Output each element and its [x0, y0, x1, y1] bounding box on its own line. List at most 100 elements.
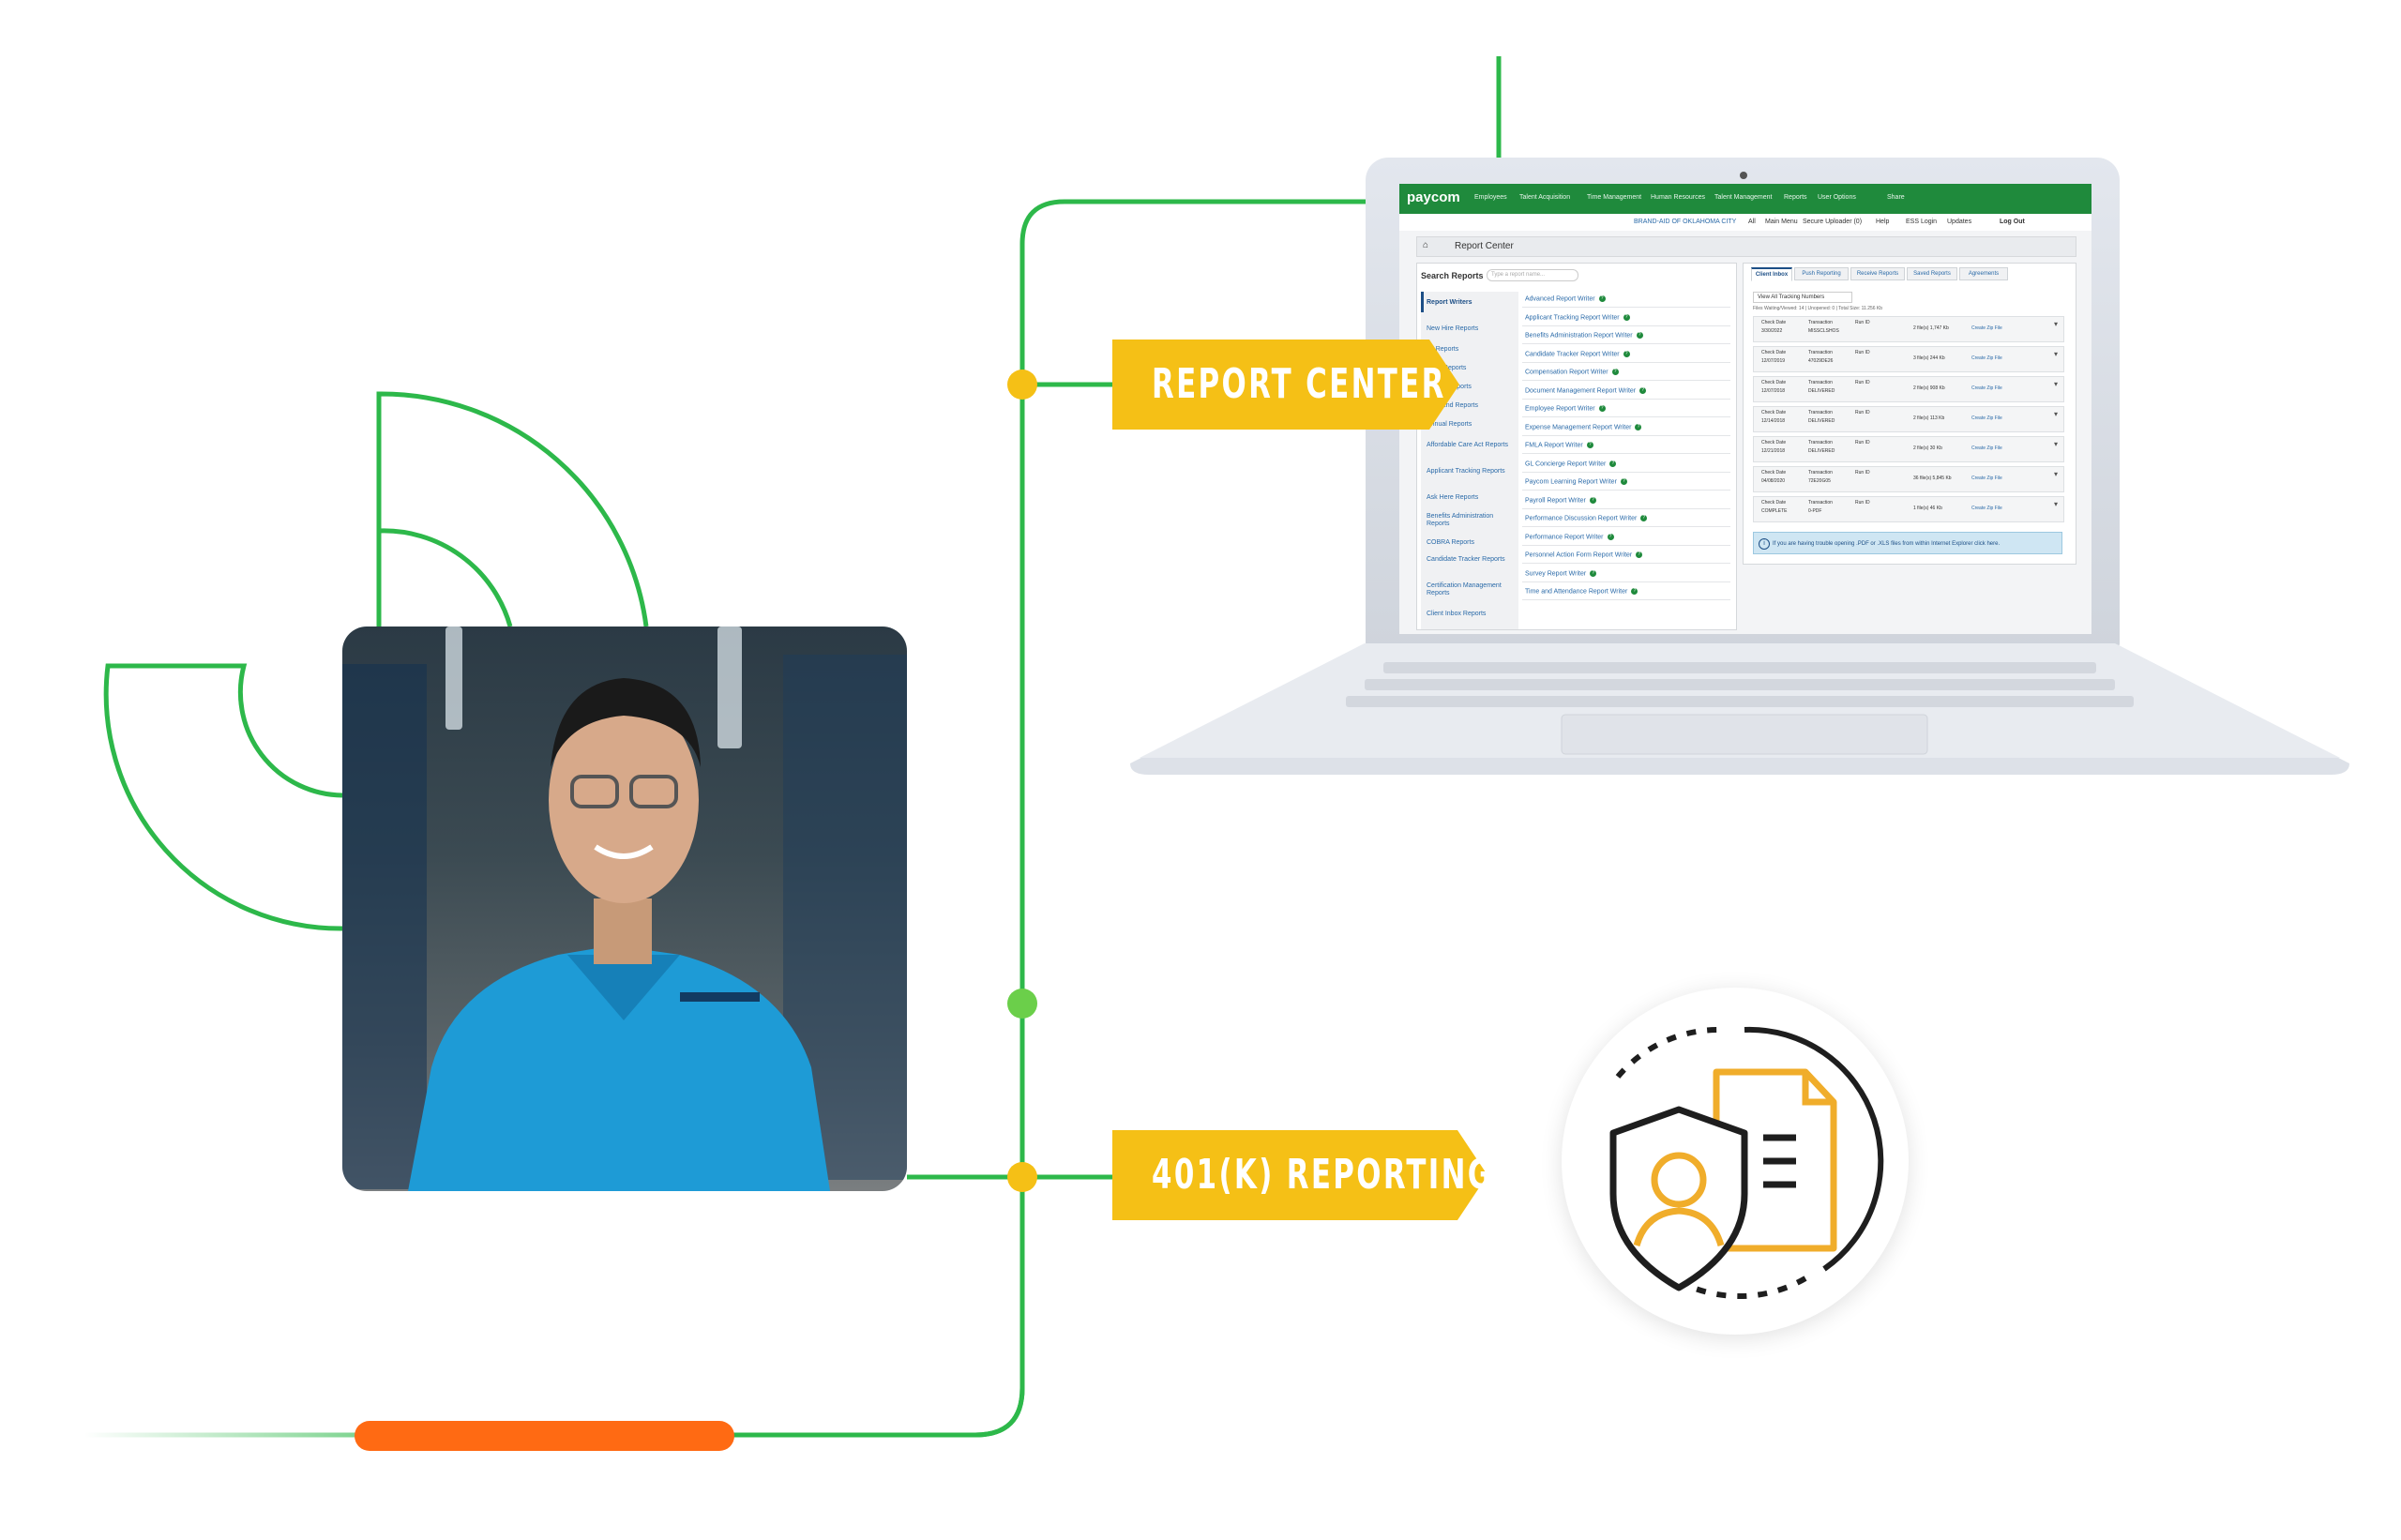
create-zip-link[interactable]: Create Zip File [1971, 325, 2002, 331]
category-item[interactable]: Candidate Tracker Reports [1427, 556, 1505, 563]
report-writer-link[interactable]: Survey Report Writer? [1525, 569, 1597, 577]
help-icon[interactable]: ? [1623, 350, 1630, 357]
chevron-down-icon[interactable]: ▾ [2053, 350, 2058, 358]
util-ess-login[interactable]: ESS Login [1906, 219, 1938, 225]
help-icon[interactable]: ? [1636, 332, 1643, 339]
report-writer-link[interactable]: Paycom Learning Report Writer? [1525, 478, 1627, 485]
view-all-tracking-button[interactable]: View All Tracking Numbers [1753, 292, 1852, 303]
transaction-value: 47029DE26 [1808, 358, 1834, 364]
report-writer-link[interactable]: Advanced Report Writer? [1525, 295, 1606, 302]
create-zip-link[interactable]: Create Zip File [1971, 506, 2002, 511]
help-icon[interactable]: ? [1636, 551, 1643, 558]
help-icon[interactable]: ? [1598, 405, 1606, 412]
help-icon[interactable]: ? [1640, 515, 1648, 521]
home-icon[interactable]: ⌂ [1423, 240, 1429, 250]
util-secure-uploader[interactable]: Secure Uploader (0) [1803, 219, 1863, 225]
nav-item[interactable]: Reports [1784, 194, 1807, 201]
category-item[interactable]: Applicant Tracking Reports [1427, 468, 1505, 475]
nav-item[interactable]: Human Resources [1651, 194, 1705, 201]
category-item[interactable]: Ask Here Reports [1427, 494, 1479, 501]
tab-receive-reports[interactable]: Receive Reports [1850, 267, 1905, 280]
chevron-down-icon[interactable]: ▾ [2053, 320, 2058, 328]
paycom-logo[interactable]: paycom [1407, 189, 1460, 205]
report-writer-link[interactable]: FMLA Report Writer? [1525, 442, 1593, 448]
arc-decoration [376, 391, 649, 627]
report-writer-link[interactable]: Personnel Action Form Report Writer? [1525, 551, 1643, 558]
report-writer-link[interactable]: Payroll Report Writer? [1525, 496, 1596, 504]
util-help[interactable]: Help [1876, 219, 1890, 225]
util-main-menu[interactable]: Main Menu [1765, 219, 1798, 225]
report-writer-link[interactable]: Expense Management Report Writer? [1525, 423, 1642, 430]
create-zip-link[interactable]: Create Zip File [1971, 385, 2002, 391]
category-item[interactable]: New Hire Reports [1427, 325, 1479, 332]
nav-item[interactable]: Talent Acquisition [1519, 194, 1571, 201]
category-item[interactable]: Annual Reports [1427, 421, 1472, 428]
create-zip-link[interactable]: Create Zip File [1971, 355, 2002, 361]
tab-saved-reports[interactable]: Saved Reports [1907, 267, 1957, 280]
nav-item-share[interactable]: Share [1887, 194, 1905, 201]
report-writer-link[interactable]: Benefits Administration Report Writer? [1525, 332, 1643, 339]
report-writer-link[interactable]: Time and Attendance Report Writer? [1525, 588, 1638, 595]
check-date-value: 12/07/2018 [1761, 388, 1786, 394]
category-item[interactable]: Certification Management Reports [1427, 582, 1502, 596]
category-item[interactable]: All Reports [1427, 346, 1459, 353]
help-icon[interactable]: ? [1635, 423, 1642, 430]
report-writer-link[interactable]: Document Management Report Writer? [1525, 386, 1647, 394]
create-zip-link[interactable]: Create Zip File [1971, 415, 2002, 421]
category-item[interactable]: Client Inbox Reports [1427, 611, 1487, 617]
help-icon[interactable]: ? [1609, 460, 1617, 467]
nav-item[interactable]: Time Management [1587, 194, 1642, 201]
search-input[interactable]: Type a report name... [1487, 269, 1578, 281]
report-writer-label: Advanced Report Writer [1525, 295, 1595, 303]
util-updates[interactable]: Updates [1947, 219, 1972, 225]
category-item[interactable]: COBRA Reports [1427, 539, 1474, 546]
category-item[interactable]: Report Writers [1427, 299, 1472, 306]
help-icon[interactable]: ? [1590, 569, 1597, 577]
category-item[interactable]: Year End Reports [1427, 402, 1478, 409]
report-writer-link[interactable]: Compensation Report Writer? [1525, 369, 1619, 375]
divider [1522, 325, 1730, 326]
chevron-down-icon[interactable]: ▾ [2053, 500, 2058, 508]
company-name[interactable]: BRAND-AID OF OKLAHOMA CITY [1634, 219, 1737, 225]
help-icon[interactable]: ? [1639, 386, 1647, 394]
chevron-down-icon[interactable]: ▾ [2053, 380, 2058, 388]
help-icon[interactable]: ? [1607, 533, 1614, 540]
report-writer-link[interactable]: Candidate Tracker Report Writer? [1525, 350, 1630, 357]
report-writer-link[interactable]: Performance Discussion Report Writer? [1525, 515, 1648, 521]
create-zip-link[interactable]: Create Zip File [1971, 476, 2002, 481]
chevron-down-icon[interactable]: ▾ [2053, 410, 2058, 418]
util-all[interactable]: All [1748, 219, 1756, 225]
chevron-down-icon[interactable]: ▾ [2053, 440, 2058, 448]
nav-item[interactable]: Talent Management [1714, 194, 1773, 201]
help-icon[interactable]: ? [1598, 295, 1606, 302]
logout-link[interactable]: Log Out [2000, 219, 2025, 225]
help-icon[interactable]: ? [1589, 496, 1596, 504]
help-icon[interactable]: ? [1586, 442, 1593, 448]
report-writer-link[interactable]: Applicant Tracking Report Writer? [1525, 313, 1630, 321]
report-writer-link[interactable]: Employee Report Writer? [1525, 405, 1606, 412]
info-text[interactable]: If you are having trouble opening .PDF o… [1773, 541, 2001, 547]
help-icon[interactable]: ? [1620, 478, 1627, 485]
tab-push-reporting[interactable]: Push Reporting [1794, 267, 1849, 280]
help-icon[interactable]: ? [1631, 588, 1638, 595]
nav-item[interactable]: Employees [1474, 194, 1507, 201]
tab-client-inbox[interactable]: Client Inbox [1751, 267, 1792, 281]
help-icon[interactable]: ? [1623, 313, 1630, 321]
nav-item[interactable]: User Options [1818, 194, 1856, 201]
create-zip-link[interactable]: Create Zip File [1971, 445, 2002, 451]
tab-agreements[interactable]: Agreements [1959, 267, 2008, 280]
report-writer-link[interactable]: GL Concierge Report Writer? [1525, 460, 1617, 467]
chevron-down-icon[interactable]: ▾ [2053, 470, 2058, 478]
report-writer-link[interactable]: Performance Report Writer? [1525, 533, 1614, 540]
category-item[interactable]: Affordable Care Act Reports [1427, 442, 1509, 448]
category-item[interactable]: Benefits Administration Reports [1427, 513, 1494, 527]
divider [1522, 507, 1730, 509]
help-icon[interactable]: ? [1611, 369, 1619, 375]
